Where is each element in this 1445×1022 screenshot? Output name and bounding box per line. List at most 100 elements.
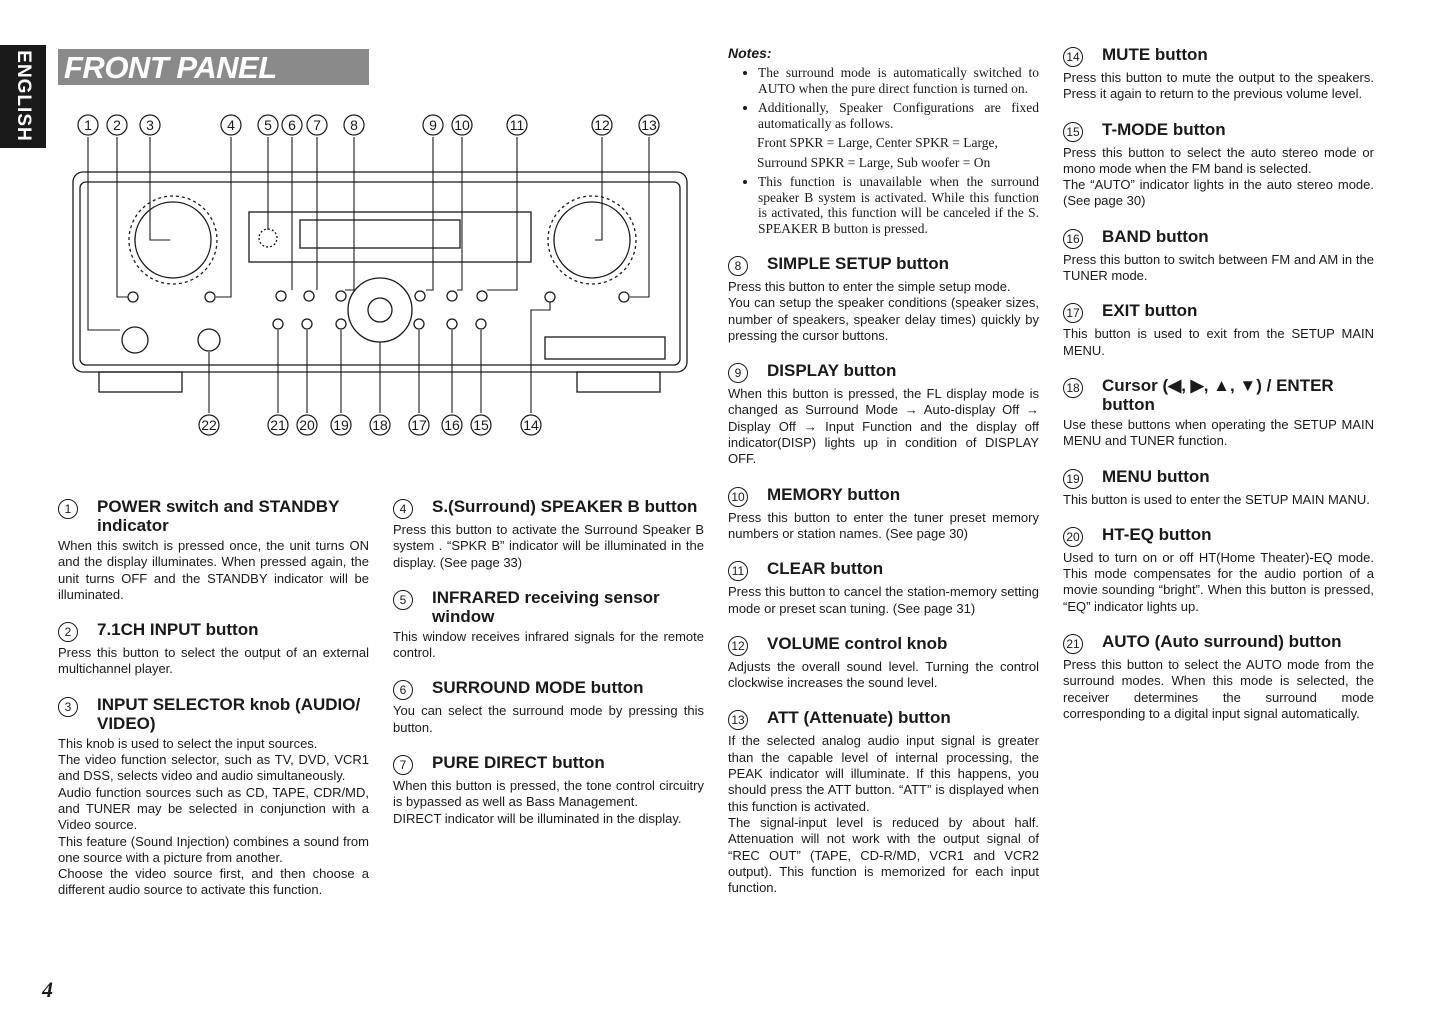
section-paragraph: You can select the surround mode by pres… [393, 703, 704, 735]
callout-circle [422, 114, 444, 136]
section-paragraph: Press this button to select the output o… [58, 645, 369, 677]
section-paragraph: You can setup the speaker conditions (sp… [728, 295, 1039, 343]
section-paragraph: The signal-input level is reduced by abo… [728, 814, 1039, 896]
section-title: ATT (Attenuate) button [767, 708, 951, 728]
section-title: T-MODE button [1102, 119, 1226, 139]
callout-circle [296, 414, 318, 436]
section-number: 2 [58, 622, 78, 643]
section-number: 18 [1063, 377, 1083, 398]
callout-number: 10 [454, 117, 470, 133]
notes-title: Notes: [728, 45, 772, 61]
section-body: Press this button to activate the Surrou… [393, 522, 704, 571]
section-body: Press this button to enter the tuner pre… [728, 510, 1039, 543]
section-number: 1 [58, 499, 78, 519]
section-body: You can select the surround mode by pres… [393, 703, 704, 736]
callout-circle [257, 114, 279, 136]
section-number: 19 [1063, 468, 1083, 489]
section-paragraph: Press this button to enter the tuner pre… [728, 509, 1039, 541]
section-heading: 13 ATT (Attenuate) button [728, 708, 1039, 731]
section-heading: 1 POWER switch and STANDBY indicator [58, 497, 369, 535]
section-number: 9 [728, 363, 748, 384]
callout-number: 17 [411, 417, 427, 433]
section-body: Press this button to switch between FM a… [1063, 252, 1374, 285]
section-number: 17 [1063, 303, 1083, 324]
callout-circle [343, 114, 365, 136]
section-title: MEMORY button [767, 484, 901, 504]
section-body: Press this button to select the AUTO mod… [1063, 657, 1374, 722]
callout-number: 19 [333, 417, 349, 433]
callout-circle [106, 114, 128, 136]
page-title-bar: FRONT PANEL [58, 49, 369, 85]
section-number: 14 [1063, 47, 1083, 67]
section-body: Press this button to select the auto ste… [1063, 145, 1374, 210]
section-heading: 14 MUTE button [1063, 45, 1374, 67]
callout-circle [441, 414, 463, 436]
page-number: 4 [42, 977, 53, 1002]
section-heading: 2 7.1CH INPUT button [58, 620, 369, 643]
foot-right [576, 371, 661, 393]
note-item: Front SPKR = Large, Center SPKR = Large, [757, 135, 998, 150]
section-number: 12 [728, 635, 748, 656]
section-number: 5 [393, 589, 413, 610]
section-title: VOLUME control knob [767, 633, 948, 653]
section-title: POWER switch and STANDBY indicator [97, 497, 340, 535]
section-title: Cursor (◀, ▶, ▲, ▼) / ENTER button [1102, 375, 1334, 414]
callout-number: 22 [201, 417, 217, 433]
section-body: Used to turn on or off HT(Home Theater)-… [1063, 550, 1374, 615]
section-title: INFRARED receiving sensor window [432, 587, 660, 626]
section-body: When this button is pressed, the FL disp… [728, 386, 1039, 467]
callout-number: 3 [146, 117, 154, 133]
section-paragraph: Used to turn on or off HT(Home Theater)-… [1063, 549, 1374, 614]
callout-number: 21 [270, 417, 286, 433]
callout-number: 18 [372, 417, 388, 433]
section-body: This window receives infrared signals fo… [393, 629, 704, 662]
callout-number: 16 [444, 417, 460, 433]
section-title: 7.1CH INPUT button [97, 620, 259, 640]
section-title: PURE DIRECT button [432, 753, 605, 773]
section-number: 13 [728, 710, 748, 731]
callout-circle [220, 114, 242, 136]
section-title: MUTE button [1102, 45, 1208, 64]
section-13: 13 ATT (Attenuate) button If the selected … [728, 708, 1039, 896]
callout-circle [281, 114, 303, 136]
section-body: This button is used to exit from the SET… [1063, 326, 1374, 359]
section-title: SURROUND MODE button [432, 678, 644, 698]
section-paragraph: The “AUTO” indicator lights in the auto … [1063, 177, 1374, 209]
column-3: Notes: The surround mode is automaticall… [728, 45, 1039, 913]
callout-circle [369, 414, 391, 436]
section-paragraph: Choose the video source first, and then … [58, 866, 369, 898]
notes-block: Notes: The surround mode is automaticall… [728, 45, 1039, 236]
section-title: EXIT button [1102, 301, 1198, 321]
section-paragraph: Adjusts the overall sound level. Turning… [728, 658, 1039, 691]
callout-number: 4 [227, 117, 235, 133]
section-title: SIMPLE SETUP button [767, 254, 949, 273]
section-number: 7 [393, 755, 413, 776]
callout-number: 2 [113, 117, 121, 133]
section-heading: 5 INFRARED receiving sensor window [393, 588, 704, 626]
callout-number: 15 [473, 417, 489, 433]
callout-circle [451, 114, 473, 136]
section-paragraph: Press this button to cancel the station-… [728, 584, 1039, 616]
section-body: If the selected analog audio input signa… [728, 733, 1039, 896]
display-inner [299, 219, 461, 249]
section-body: When this switch is pressed once, the un… [58, 538, 369, 603]
callout-number: 12 [594, 117, 610, 133]
section-number: 21 [1063, 634, 1083, 655]
section-body: This knob is used to select the input so… [58, 736, 369, 899]
section-body: This button is used to enter the SETUP M… [1063, 492, 1374, 508]
